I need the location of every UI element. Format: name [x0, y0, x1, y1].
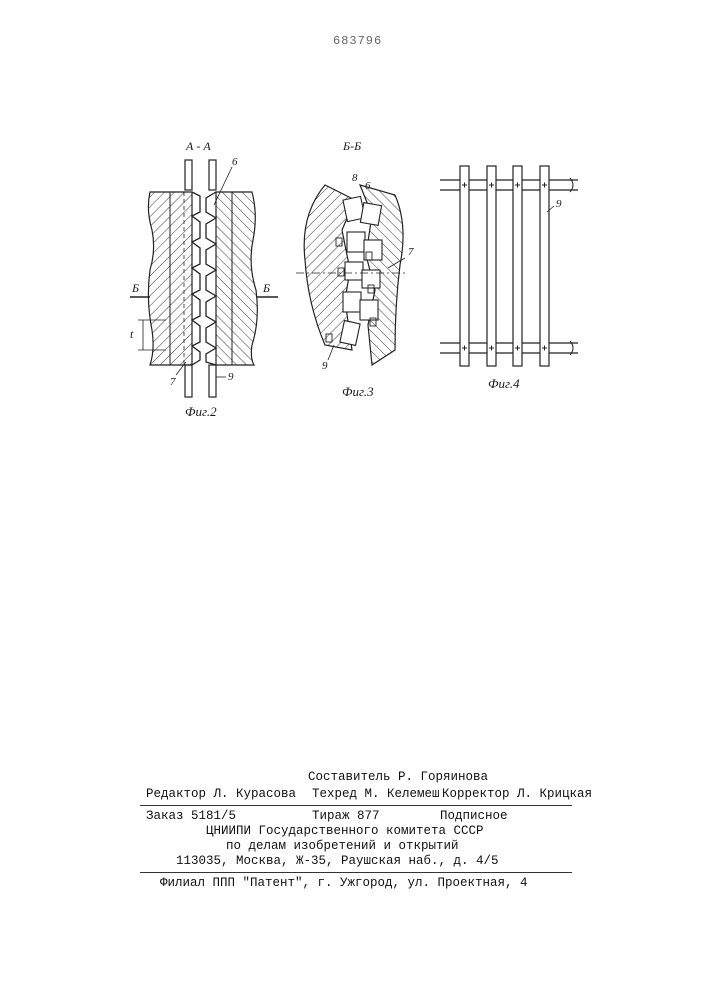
imprint-affairs: по делам изобретений и открытий	[226, 839, 459, 853]
fig3-part-8-label: 8	[352, 172, 358, 184]
imprint-circulation: Тираж 877	[312, 809, 380, 823]
imprint-order: Заказ 5181/5	[146, 809, 236, 823]
fig2-part-6-label: 6	[232, 156, 238, 168]
fig2-caption: Фиг.2	[185, 404, 217, 420]
fig3-part-9-label: 9	[322, 360, 328, 372]
fig3-caption: Фиг.3	[342, 384, 374, 400]
imprint-tech-editor: Техред М. Келемеш	[312, 787, 440, 801]
figure-2-section-aa	[130, 160, 278, 397]
imprint-branch: Филиал ППП "Патент", г. Ужгород, ул. Про…	[160, 876, 528, 890]
drawing-sheet	[0, 0, 707, 440]
imprint-rule-top	[140, 805, 572, 806]
fig2-cut-right-label: Б	[263, 281, 270, 296]
imprint-proofreader: Корректор Л. Крицкая	[442, 787, 592, 801]
imprint-composer: Составитель Р. Горяинова	[308, 770, 488, 784]
imprint-subscription: Подписное	[440, 809, 508, 823]
fig2-part-7-label: 7	[170, 376, 176, 388]
fig3-part-7-label: 7	[408, 246, 414, 258]
fig2-pitch-label: t	[130, 327, 133, 342]
fig4-caption: Фиг.4	[488, 376, 520, 392]
figure-4-grid	[440, 166, 578, 366]
fig2-cut-left-label: Б	[132, 281, 139, 296]
imprint-editor: Редактор Л. Курасова	[146, 787, 296, 801]
imprint-institute: ЦНИИПИ Государственного комитета СССР	[206, 824, 484, 838]
imprint-address: 113035, Москва, Ж-35, Раушская наб., д. …	[176, 854, 499, 868]
figure-3-section-bb	[296, 185, 405, 365]
fig2-part-9-label: 9	[228, 371, 234, 383]
imprint-rule-bottom	[140, 872, 572, 873]
fig3-part-6-label: 6	[365, 180, 371, 192]
fig4-part-9-label: 9	[556, 198, 562, 210]
fig2-section-label: А - А	[186, 139, 211, 154]
fig3-section-label: Б-Б	[343, 139, 361, 154]
